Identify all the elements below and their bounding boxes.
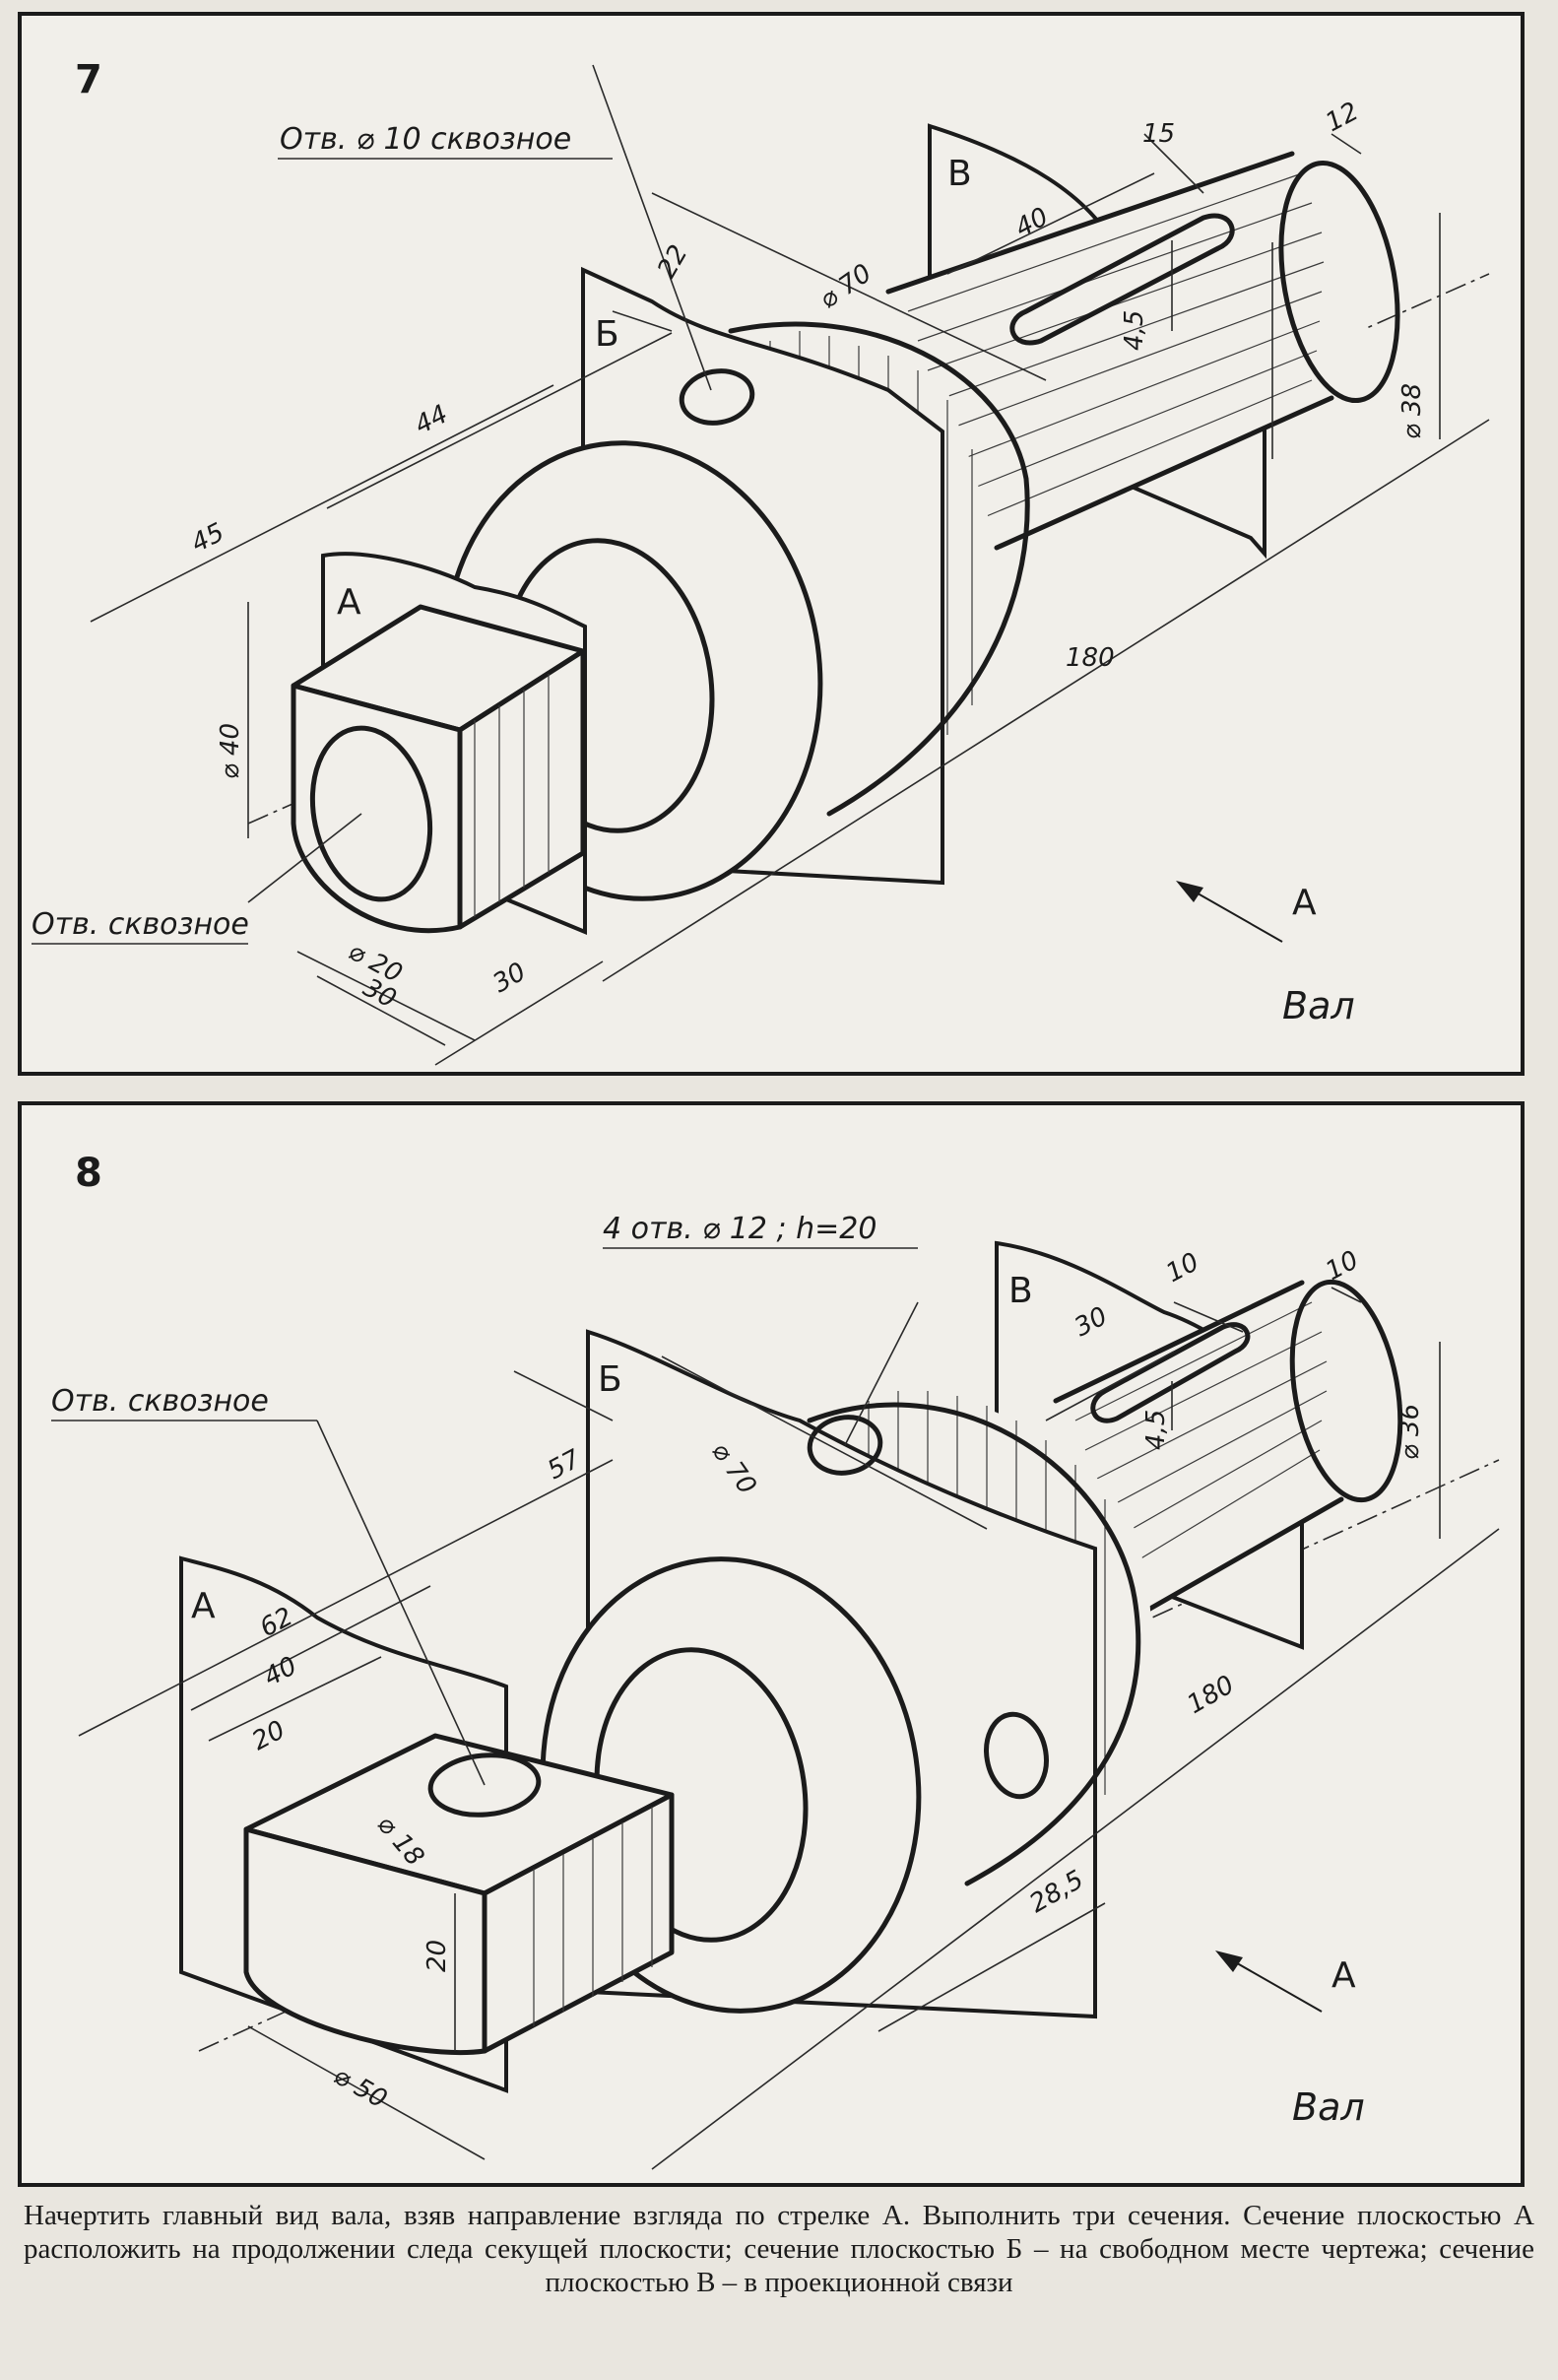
dim-12: 12	[1321, 97, 1363, 138]
arrow-a-label: А	[1331, 1955, 1356, 1996]
dim-d50: ⌀ 50	[329, 2061, 392, 2114]
dimension-lines	[78, 1287, 1500, 2170]
blind-hole-side	[984, 1711, 1049, 1800]
plane-a-label: А	[191, 1586, 216, 1626]
hole-d10-note: Отв. ⌀ 10 сквозное	[280, 122, 571, 157]
part-caption: Вал	[1282, 984, 1355, 1027]
end-hole-note: Отв. сквозное	[32, 907, 249, 942]
plane-a-label: А	[337, 582, 361, 623]
dim-57: 57	[543, 1444, 586, 1486]
shaft-end-cylinder	[1074, 1301, 1328, 1569]
dim-d70: ⌀ 70	[814, 258, 877, 314]
exercise-number: 8	[75, 1151, 102, 1196]
arrow-a-label: А	[1292, 883, 1317, 923]
square-end-face	[243, 1826, 487, 2056]
shaft-end-face	[1289, 1279, 1403, 1503]
exercise-7-panel: 7	[18, 12, 1525, 1076]
shaft-drawing-8: 4 отв. ⌀ 12 ; h=20 Отв. сквозное В Б А А…	[51, 1212, 1500, 2170]
plane-b-label: Б	[595, 314, 619, 355]
shaft-end-face	[1278, 160, 1400, 404]
shaft-drawing-7: Отв. ⌀ 10 сквозное Отв. сквозное В Б А А…	[32, 64, 1490, 1066]
dim-180: 180	[1183, 1670, 1240, 1720]
exercise-8-panel: 8	[18, 1101, 1525, 2187]
dim-180: 180	[1066, 643, 1115, 673]
dim-45: 45	[187, 517, 229, 559]
exercise-instructions: Начертить главный вид вала, взяв направл…	[24, 2200, 1534, 2298]
shaft-end-cylinder	[907, 172, 1325, 519]
dim-4-5: 4,5	[1141, 1410, 1171, 1450]
end-through-hole	[309, 725, 433, 902]
dim-4-5: 4,5	[1120, 310, 1149, 351]
square-end-hatching	[533, 1807, 653, 2026]
holes-note: 4 отв. ⌀ 12 ; h=20	[603, 1212, 876, 1246]
dim-dd40: ⌀ 40	[216, 723, 245, 779]
plane-b-label: Б	[598, 1359, 622, 1400]
dim-d36: ⌀ 36	[1396, 1404, 1425, 1460]
dim-10a: 10	[1161, 1247, 1203, 1289]
dim-30b: 30	[488, 958, 532, 1000]
exercise-number: 7	[75, 57, 102, 102]
square-end-hatching	[474, 674, 550, 917]
end-hole-note: Отв. сквозное	[51, 1384, 269, 1419]
plane-v-label: В	[1008, 1271, 1033, 1311]
end-through-hole	[427, 1752, 542, 1818]
dim-d38: ⌀ 38	[1397, 383, 1427, 439]
square-end-face	[291, 683, 463, 934]
keyway-slot	[1090, 1322, 1251, 1423]
keyway-slot	[1009, 213, 1235, 346]
dim-44: 44	[411, 399, 453, 440]
dim-15: 15	[1142, 119, 1175, 149]
dimension-lines	[90, 64, 1490, 1066]
plane-v-label: В	[947, 154, 972, 194]
dim-20b: 20	[422, 1940, 452, 1972]
part-caption: Вал	[1292, 2085, 1365, 2129]
through-hole-d10	[679, 368, 755, 426]
blind-hole-top	[807, 1415, 883, 1476]
